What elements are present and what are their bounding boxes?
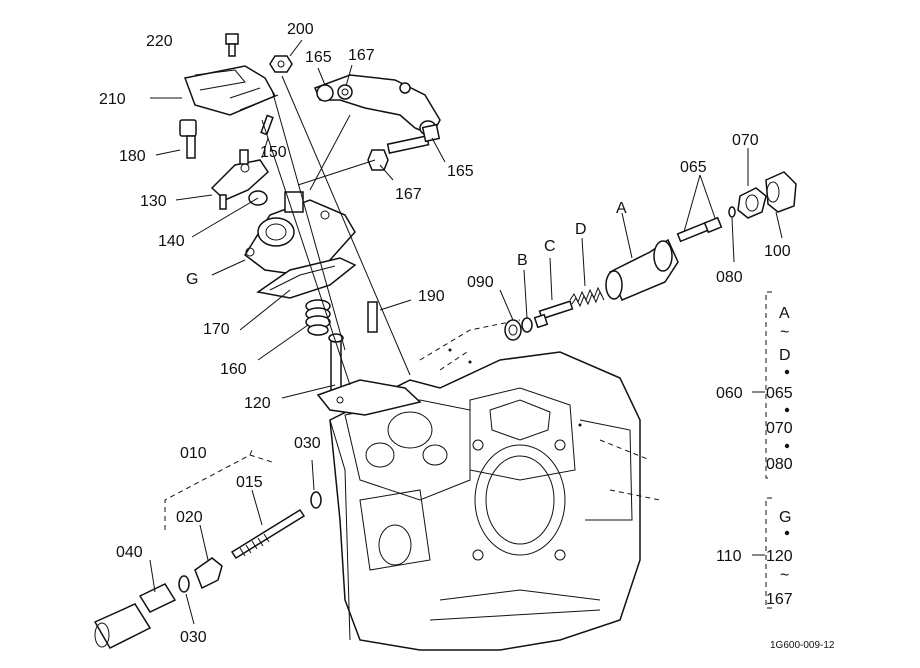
washer-030-lower xyxy=(178,575,190,593)
plate-210 xyxy=(183,65,279,116)
group-110-item-120: 120 xyxy=(766,548,793,565)
group-060-bullet xyxy=(784,443,790,449)
group-110-number: 110 xyxy=(716,548,742,565)
nut-020 xyxy=(194,557,223,590)
callout-G: G xyxy=(186,271,198,288)
governor-housing-G xyxy=(243,191,356,276)
group-060-bullet xyxy=(784,407,790,413)
group-110-item-G: G xyxy=(779,509,791,526)
valve-065 xyxy=(676,216,723,243)
bolt-180 xyxy=(179,119,197,159)
group-060-number: 060 xyxy=(716,385,743,402)
group-110-item-167: 167 xyxy=(766,591,793,608)
callout-080: 080 xyxy=(716,269,743,286)
callout-030-upper: 030 xyxy=(294,435,321,452)
gasket-170 xyxy=(256,257,357,299)
spring-160 xyxy=(305,299,331,336)
group-060-range-sign: ~ xyxy=(780,324,789,341)
group-060: 060 A ~ D 065 070 080 xyxy=(716,291,793,479)
callout-020: 020 xyxy=(176,509,203,526)
callout-130: 130 xyxy=(140,193,167,210)
callout-D: D xyxy=(575,221,587,238)
spring-D xyxy=(569,286,605,308)
callout-140: 140 xyxy=(158,233,185,250)
callout-030-lower: 030 xyxy=(180,629,207,646)
nut-200 xyxy=(269,55,293,73)
group-060-item-065: 065 xyxy=(766,385,793,402)
group-110-bullet xyxy=(784,530,790,536)
callout-065: 065 xyxy=(680,159,707,176)
callout-015: 015 xyxy=(236,474,263,491)
group-060-item-080: 080 xyxy=(766,456,793,473)
callout-167-top: 167 xyxy=(348,47,375,64)
callout-010: 010 xyxy=(180,445,207,462)
callout-C: C xyxy=(544,238,556,255)
engine-block xyxy=(329,319,661,651)
stud-190 xyxy=(367,301,378,333)
callout-100: 100 xyxy=(764,243,791,260)
callout-170: 170 xyxy=(203,321,230,338)
callout-070: 070 xyxy=(732,132,759,149)
callout-150: 150 xyxy=(260,144,287,161)
callout-210: 210 xyxy=(99,91,126,108)
group-060-item-070: 070 xyxy=(766,420,793,437)
link-lever-165-167 xyxy=(314,74,441,136)
guide-lines xyxy=(261,75,411,386)
callout-190: 190 xyxy=(418,288,445,305)
bolt-015 xyxy=(230,508,306,560)
callout-B: B xyxy=(517,252,528,269)
callout-160: 160 xyxy=(220,361,247,378)
group-010-bracket xyxy=(164,449,273,530)
bolt-220 xyxy=(225,33,239,57)
ring-080 xyxy=(728,206,736,218)
callout-labels: 220 200 165 167 210 180 150 165 167 130 … xyxy=(99,21,791,646)
group-060-bullet xyxy=(784,369,790,375)
callout-180: 180 xyxy=(119,148,146,165)
callout-220: 220 xyxy=(146,33,173,50)
callout-A: A xyxy=(616,200,627,217)
bolt-165-167 xyxy=(367,123,441,171)
group-060-item-D: D xyxy=(779,347,791,364)
group-060-item-A: A xyxy=(779,305,790,322)
callout-090: 090 xyxy=(467,274,494,291)
washer-030-upper xyxy=(310,491,322,509)
shaft-120 xyxy=(316,333,422,416)
callout-040: 040 xyxy=(116,544,143,561)
callout-165-top: 165 xyxy=(305,49,332,66)
pin-150 xyxy=(260,114,274,136)
callout-165-right: 165 xyxy=(447,163,474,180)
callout-200: 200 xyxy=(287,21,314,38)
lever-130 xyxy=(210,149,269,210)
sleeve-040 xyxy=(93,583,177,649)
leader-lines xyxy=(149,39,783,625)
callout-120: 120 xyxy=(244,395,271,412)
nut-070 xyxy=(737,187,767,219)
group-110: 110 G 120 ~ 167 xyxy=(716,497,793,609)
washer-090 xyxy=(504,319,522,341)
cap-100 xyxy=(765,171,797,213)
figure-code: 1G600-009-12 xyxy=(770,640,835,651)
group-110-range-sign: ~ xyxy=(780,567,789,584)
body-A xyxy=(605,238,679,301)
ring-B xyxy=(521,317,533,333)
plunger-C xyxy=(533,300,574,329)
callout-167-right: 167 xyxy=(395,186,422,203)
